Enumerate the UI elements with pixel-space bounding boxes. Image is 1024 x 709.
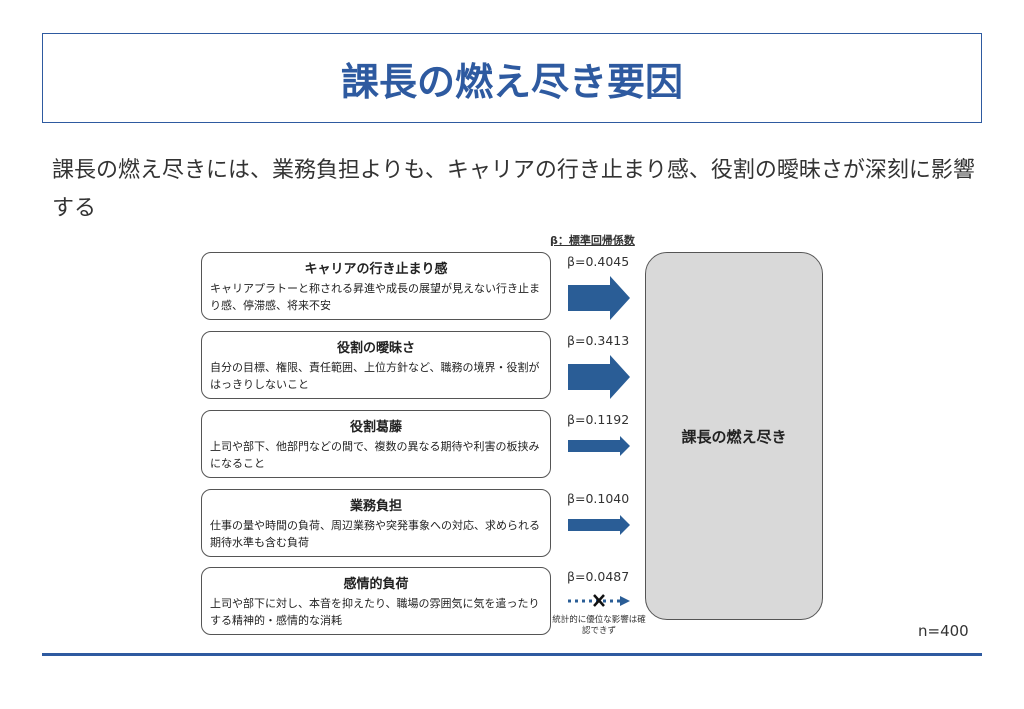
dotted-arrow-icon [568, 593, 632, 613]
beta-value: β=0.1192 [567, 412, 630, 427]
factor-box: 役割葛藤上司や部下、他部門などの間で、複数の異なる期待や利害の板挟みになること [201, 410, 551, 478]
factor-name: 役割の曖昧さ [336, 341, 415, 356]
arrow-icon [568, 355, 630, 403]
sample-size: n=400 [918, 622, 969, 640]
factor-description: 上司や部下に対し、本音を抑えたり、職場の雰囲気に気を遣ったりする精神的・感情的な… [210, 597, 540, 627]
factor-name: 業務負担 [349, 499, 402, 514]
beta-value: β=0.3413 [567, 333, 630, 348]
arrow-icon [568, 515, 630, 539]
beta-value: β=0.0487 [567, 569, 630, 584]
not-significant-note: 統計的に優位な影響は確認できず [552, 615, 646, 636]
factor-description: 自分の目標、権限、責任範囲、上位方針など、職務の境界・役割がはっきりしないこと [210, 361, 540, 391]
factor-box: キャリアの行き止まり感キャリアプラトーと称される昇進や成長の展望が見えない行き止… [201, 252, 551, 320]
bottom-divider [42, 653, 982, 656]
factor-box: 感情的負荷上司や部下に対し、本音を抑えたり、職場の雰囲気に気を遣ったりする精神的… [201, 567, 551, 635]
factor-description: 上司や部下、他部門などの間で、複数の異なる期待や利害の板挟みになること [210, 440, 540, 470]
factor-name: キャリアの行き止まり感 [304, 262, 448, 277]
beta-value: β=0.1040 [567, 491, 630, 506]
beta-header: β：標準回帰係数 [550, 234, 635, 247]
outcome-box: 課長の燃え尽き [645, 252, 823, 620]
arrow-icon [568, 276, 630, 324]
factor-name: 感情的負荷 [343, 577, 409, 592]
slide-title: 課長の燃え尽き要因 [340, 59, 683, 104]
factor-description: キャリアプラトーと称される昇進や成長の展望が見えない行き止まり感、停滞感、将来不… [210, 282, 540, 312]
factor-box: 業務負担仕事の量や時間の負荷、周辺業務や突発事象への対応、求められる期待水準も含… [201, 489, 551, 557]
beta-value: β=0.4045 [567, 254, 630, 269]
title-box: 課長の燃え尽き要因 [42, 33, 982, 123]
arrow-icon [568, 436, 630, 460]
factor-box: 役割の曖昧さ自分の目標、権限、責任範囲、上位方針など、職務の境界・役割がはっきり… [201, 331, 551, 399]
outcome-label: 課長の燃え尽き [681, 427, 787, 446]
factor-name: 役割葛藤 [349, 420, 402, 435]
factor-description: 仕事の量や時間の負荷、周辺業務や突発事象への対応、求められる期待水準も含む負荷 [210, 519, 540, 549]
cross-icon [593, 594, 605, 607]
lead-text: 課長の燃え尽きには、業務負担よりも、キャリアの行き止まり感、役割の曖昧さが深刻に… [52, 158, 975, 221]
